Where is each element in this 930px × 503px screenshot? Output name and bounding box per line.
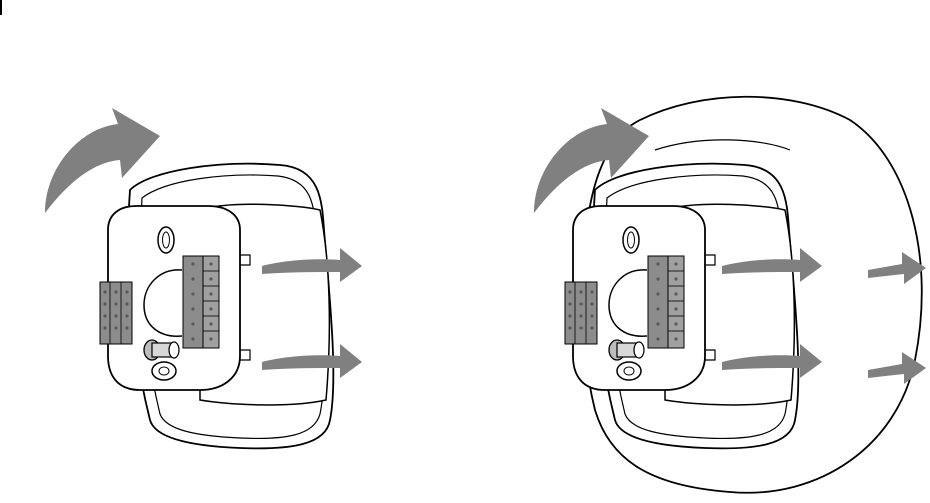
base-assembly-left xyxy=(100,204,329,405)
panel-left xyxy=(45,108,362,448)
base-assembly-right xyxy=(565,204,794,405)
panel-right xyxy=(534,97,926,493)
